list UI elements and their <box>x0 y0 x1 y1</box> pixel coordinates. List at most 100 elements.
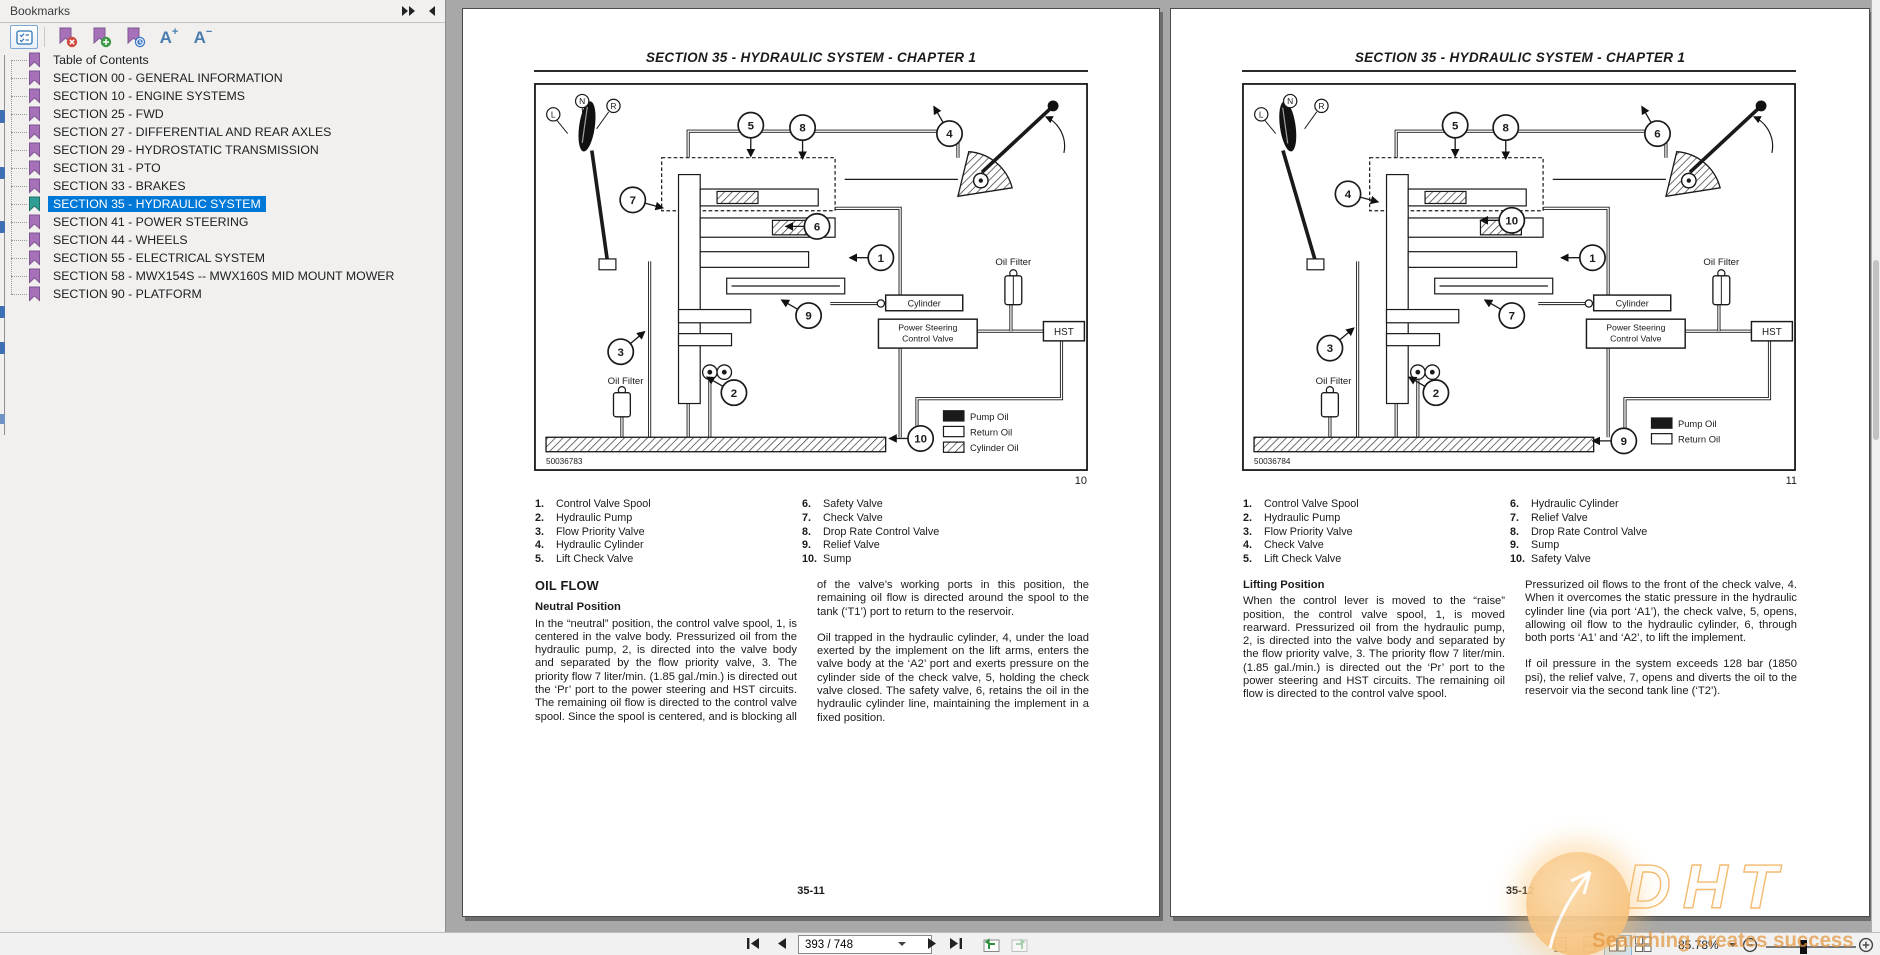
bookmark-item-label: SECTION 29 - HYDROSTATIC TRANSMISSION <box>53 143 319 157</box>
decrease-font-button[interactable]: A− <box>189 25 217 49</box>
bottom-toolbar: 85.78% <box>0 932 1880 955</box>
parts-list-item: 10.Sump <box>802 553 852 566</box>
expand-current-bookmark-button[interactable] <box>10 25 38 49</box>
bookmark-item[interactable]: SECTION 10 - ENGINE SYSTEMS <box>0 87 445 105</box>
svg-text:8: 8 <box>799 123 806 135</box>
panel-splitter[interactable] <box>4 55 5 435</box>
svg-text:3: 3 <box>618 347 624 359</box>
continuous-page-icon[interactable] <box>1582 936 1597 953</box>
zoom-in-icon[interactable] <box>1858 937 1874 953</box>
zoom-dropdown-caret-icon[interactable] <box>1729 943 1737 951</box>
first-page-icon[interactable] <box>746 937 761 950</box>
bookmarks-panel-header: Bookmarks <box>0 0 445 23</box>
svg-text:Oil Filter: Oil Filter <box>995 257 1032 268</box>
cropped-rail-icon <box>0 167 5 179</box>
bookmark-item[interactable]: SECTION 27 - DIFFERENTIAL AND REAR AXLES <box>0 123 445 141</box>
pdf-page-right: SECTION 35 - HYDRAULIC SYSTEM - CHAPTER … <box>1170 8 1870 917</box>
header-rule <box>1242 70 1796 72</box>
figure-number: 10 <box>1074 475 1087 487</box>
delete-bookmark-button[interactable] <box>53 25 81 49</box>
next-view-icon[interactable] <box>1010 936 1029 953</box>
svg-text:1: 1 <box>878 253 885 265</box>
bookmark-item[interactable]: SECTION 35 - HYDRAULIC SYSTEM <box>0 195 445 213</box>
svg-text:R: R <box>610 101 616 111</box>
next-page-icon[interactable] <box>926 937 938 950</box>
svg-text:Oil Filter: Oil Filter <box>1703 257 1740 268</box>
last-page-icon[interactable] <box>948 937 963 950</box>
bookmark-item-label: SECTION 55 - ELECTRICAL SYSTEM <box>53 251 266 265</box>
parts-list-item: 7.Check Valve <box>802 511 883 524</box>
previous-view-icon[interactable] <box>982 936 1001 953</box>
svg-text:9: 9 <box>805 311 811 323</box>
decrease-font-icon: A <box>193 27 206 47</box>
svg-text:HST: HST <box>1054 327 1074 338</box>
parts-list-item: 6.Hydraulic Cylinder <box>1510 498 1619 510</box>
bookmark-icon <box>29 232 40 248</box>
svg-text:10: 10 <box>1505 215 1518 227</box>
parts-list-item: 3.Flow Priority Valve <box>1243 525 1353 538</box>
bookmark-item[interactable]: SECTION 44 - WHEELS <box>0 231 445 249</box>
bookmark-item[interactable]: SECTION 58 - MWX154S -- MWX160S MID MOUN… <box>0 267 445 285</box>
svg-text:Return Oil: Return Oil <box>970 426 1012 437</box>
single-page-icon[interactable] <box>1553 936 1568 953</box>
page-dropdown-caret-icon[interactable] <box>898 942 906 950</box>
text-column-left: OIL FLOW Neutral Position In the “neutra… <box>535 579 797 737</box>
svg-text:N: N <box>1287 96 1293 106</box>
dock-left-icon[interactable] <box>427 5 437 17</box>
collapse-panel-icon[interactable] <box>400 5 417 17</box>
zoom-level[interactable]: 85.78% <box>1678 938 1719 952</box>
svg-text:4: 4 <box>946 129 953 141</box>
svg-text:7: 7 <box>1509 311 1515 323</box>
text-column-right: Pressurized oil flows to the front of th… <box>1525 579 1797 711</box>
parts-list-item: 4.Check Valve <box>1243 539 1324 552</box>
bookmark-item[interactable]: Table of Contents <box>0 51 445 69</box>
cropped-rail-icon <box>0 342 5 354</box>
sub-heading: Neutral Position <box>535 601 621 614</box>
bookmark-item[interactable]: SECTION 31 - PTO <box>0 159 445 177</box>
bookmark-item[interactable]: SECTION 00 - GENERAL INFORMATION <box>0 69 445 87</box>
bookmark-icon <box>29 286 40 302</box>
bookmarks-panel: Bookmarks <box>0 0 446 932</box>
svg-text:4: 4 <box>1345 189 1352 201</box>
parts-list-item: 1.Control Valve Spool <box>1243 498 1359 510</box>
paragraph: When the control lever is moved to the “… <box>1243 595 1505 701</box>
toolbar-separator <box>44 27 45 47</box>
text-column-right: of the valve’s working ports in this pos… <box>817 579 1089 738</box>
zoom-out-icon[interactable] <box>1742 937 1758 953</box>
section-heading: OIL FLOW <box>535 578 599 593</box>
increase-font-button[interactable]: A+ <box>155 25 183 49</box>
bookmark-icon <box>29 268 40 284</box>
zoom-slider-track[interactable] <box>1766 946 1856 948</box>
previous-page-icon[interactable] <box>776 937 788 950</box>
bookmark-item-label: SECTION 41 - POWER STEERING <box>53 215 249 229</box>
svg-text:Oil Filter: Oil Filter <box>608 376 645 387</box>
bookmark-item-label: SECTION 25 - FWD <box>53 107 164 121</box>
continuous-facing-icon[interactable] <box>1634 936 1653 953</box>
bookmark-item[interactable]: SECTION 33 - BRAKES <box>0 177 445 195</box>
page-number-input[interactable] <box>798 935 932 954</box>
add-bookmark-button[interactable] <box>87 25 115 49</box>
facing-pages-icon[interactable] <box>1608 937 1627 952</box>
bookmark-item[interactable]: SECTION 41 - POWER STEERING <box>0 213 445 231</box>
parts-list-item: 6.Safety Valve <box>802 498 883 510</box>
paragraph: Oil trapped in the hydraulic cylinder, 4… <box>817 631 1089 724</box>
svg-text:Power Steering: Power Steering <box>898 323 957 333</box>
bookmark-item[interactable]: SECTION 29 - HYDROSTATIC TRANSMISSION <box>0 141 445 159</box>
bookmark-item[interactable]: SECTION 25 - FWD <box>0 105 445 123</box>
bookmark-item[interactable]: SECTION 90 - PLATFORM <box>0 285 445 303</box>
header-rule <box>534 70 1088 72</box>
vertical-scrollbar[interactable] <box>1871 0 1880 932</box>
svg-text:Cylinder: Cylinder <box>1616 299 1649 309</box>
scrollbar-thumb[interactable] <box>1873 260 1879 440</box>
svg-text:Pump Oil: Pump Oil <box>1678 418 1717 429</box>
parts-list-item: 10.Safety Valve <box>1510 553 1591 566</box>
page-footer: 35-12 <box>1505 885 1535 897</box>
parts-list-item: 1.Control Valve Spool <box>535 498 651 510</box>
svg-text:N: N <box>579 96 585 106</box>
zoom-slider-handle[interactable] <box>1800 940 1807 954</box>
bookmark-history-button[interactable] <box>121 25 149 49</box>
svg-text:Power Steering: Power Steering <box>1606 323 1665 333</box>
svg-text:Control Valve: Control Valve <box>902 333 953 343</box>
bookmark-item[interactable]: SECTION 55 - ELECTRICAL SYSTEM <box>0 249 445 267</box>
